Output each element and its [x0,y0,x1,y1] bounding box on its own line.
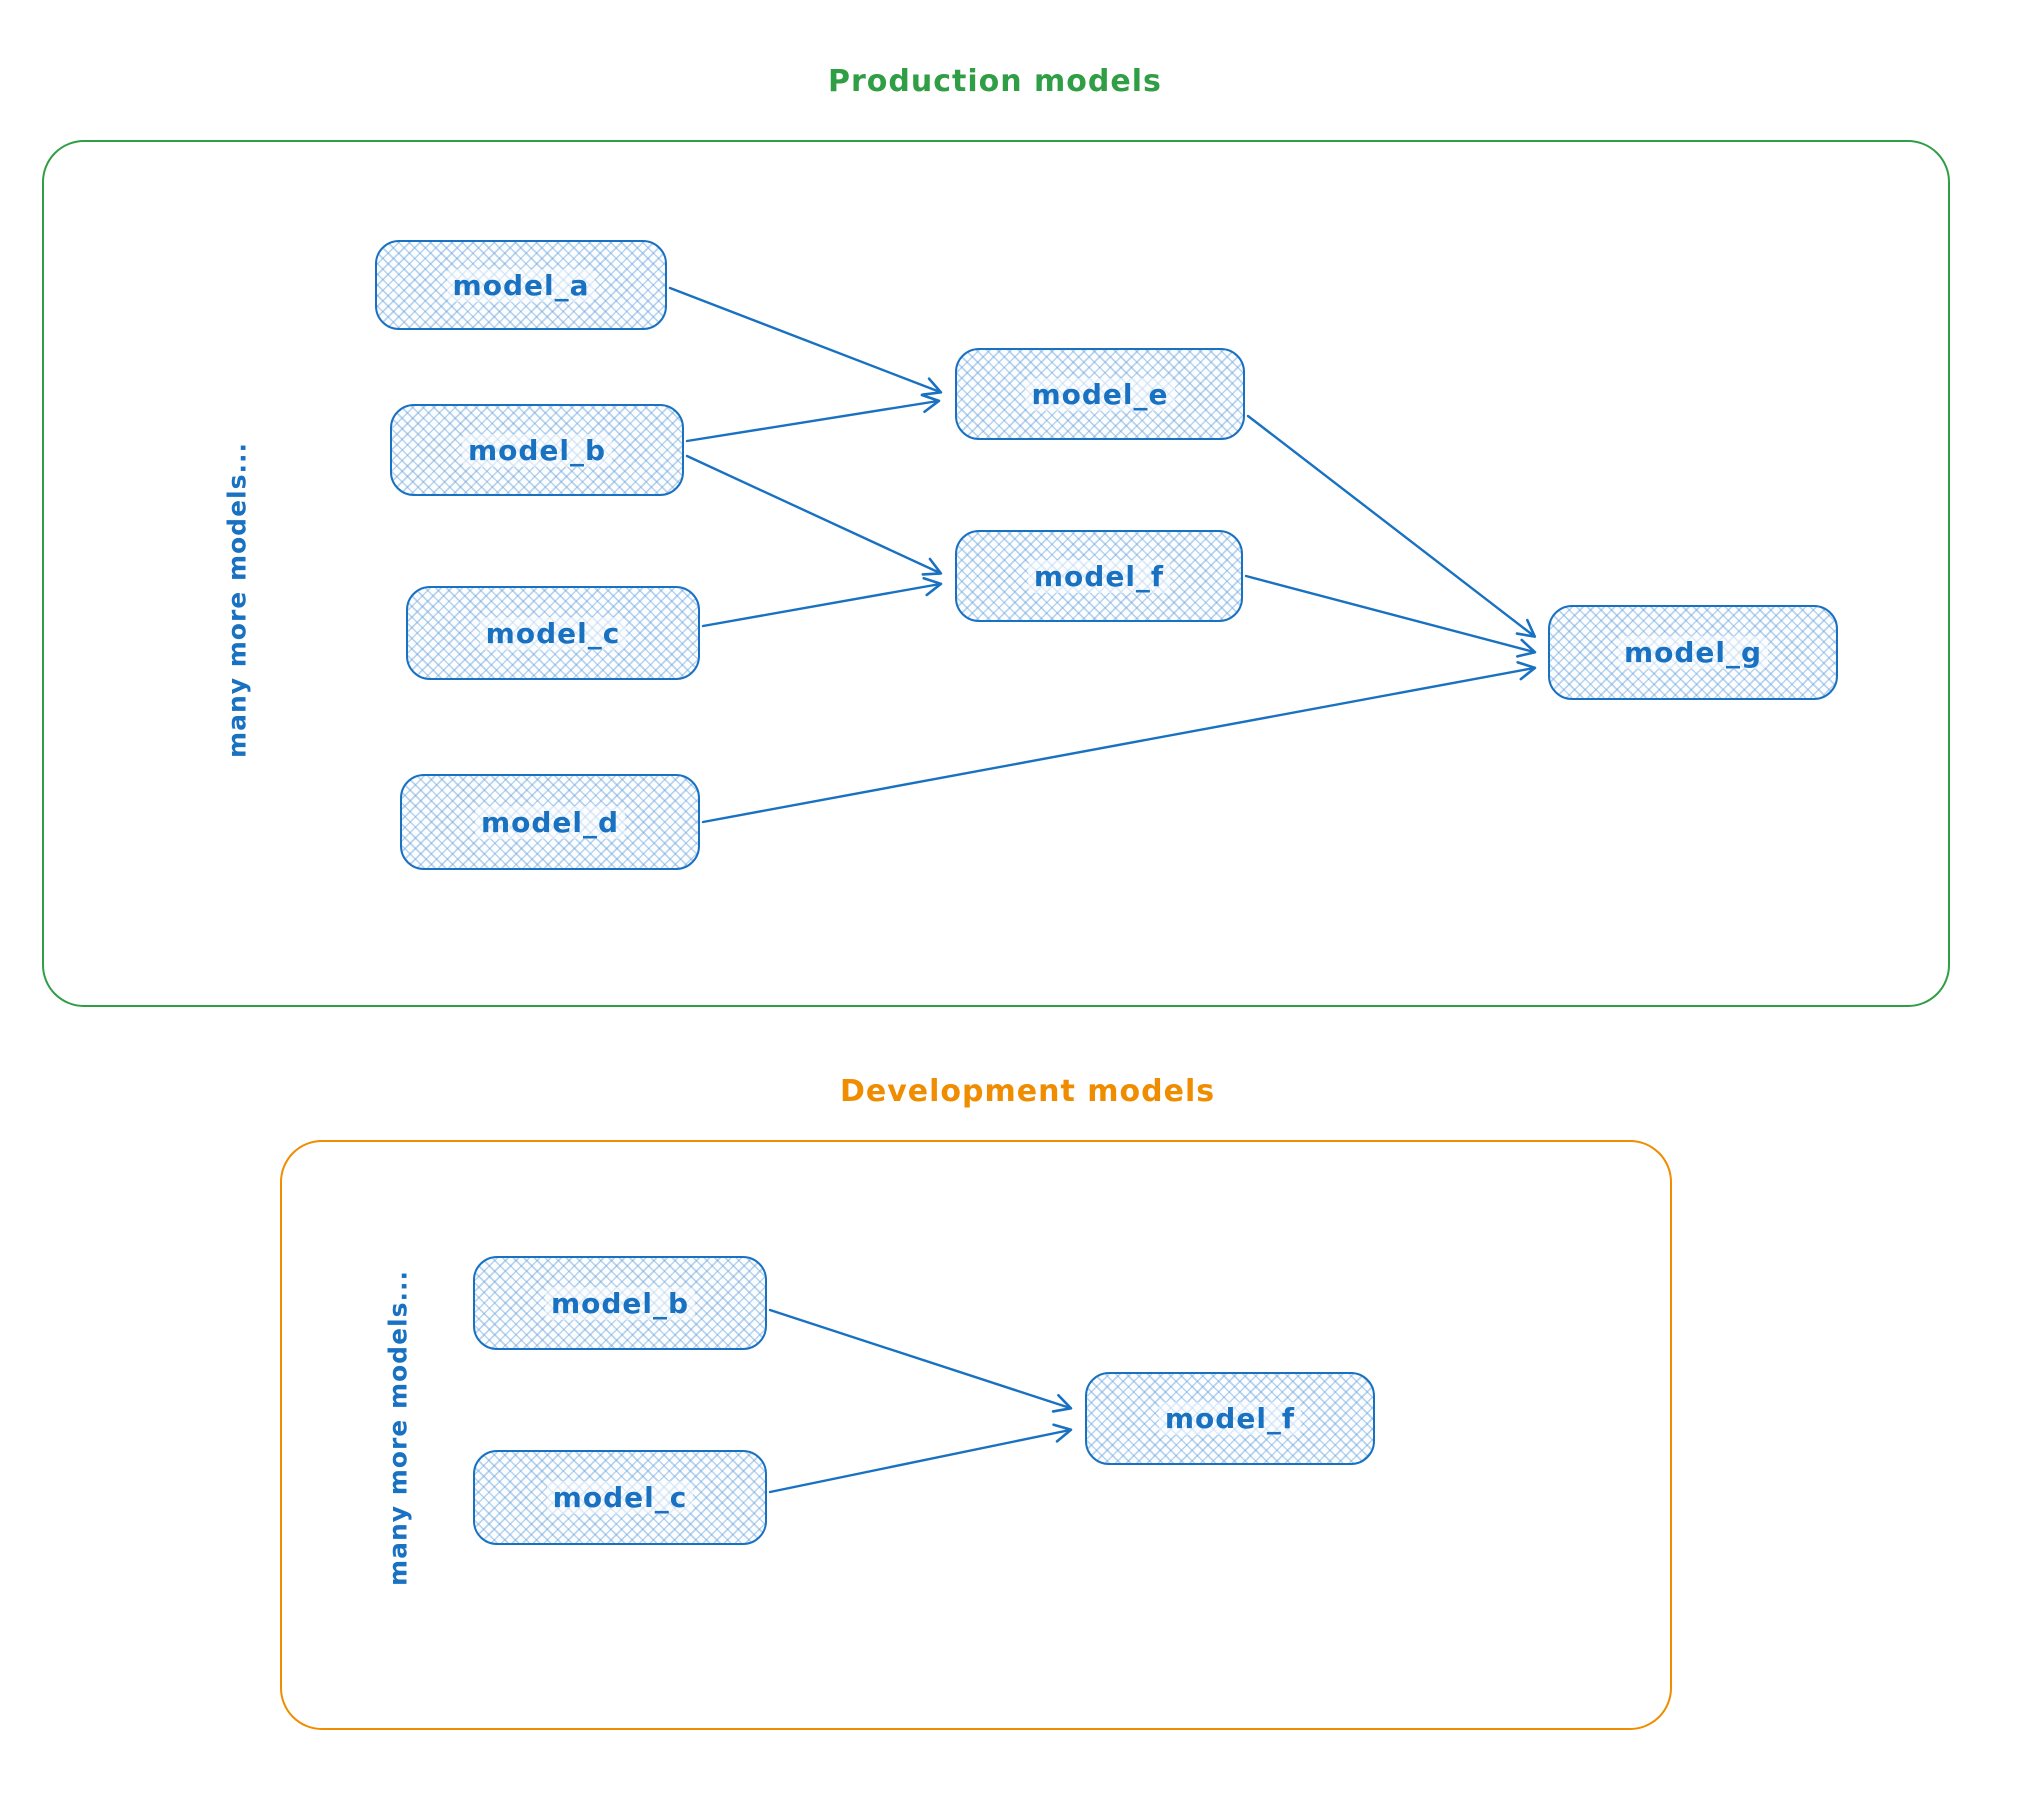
production-node-model_d[interactable]: model_d [400,774,700,870]
production-node-model_e-label: model_e [1025,377,1175,411]
production-node-model_e[interactable]: model_e [955,348,1245,440]
production-node-model_f[interactable]: model_f [955,530,1243,622]
development-node-model_c-label: model_c [546,1481,694,1514]
development-node-model_c[interactable]: model_c [473,1450,767,1545]
production-frame [42,140,1950,1007]
production-node-model_f-label: model_f [1027,559,1171,593]
development-side-label: many more models... [383,1270,413,1586]
production-node-model_b[interactable]: model_b [390,404,684,496]
development-node-model_f-label: model_f [1158,1402,1302,1435]
production-node-model_g[interactable]: model_g [1548,605,1838,700]
production-node-model_c[interactable]: model_c [406,586,700,680]
production-node-model_g-label: model_g [1617,636,1769,669]
development-node-model_b[interactable]: model_b [473,1256,767,1350]
production-node-model_d-label: model_d [474,805,626,839]
production-title: Production models [828,64,1162,99]
production-node-model_a[interactable]: model_a [375,240,667,330]
development-frame [280,1140,1672,1730]
development-title: Development models [840,1074,1216,1109]
production-node-model_a-label: model_a [446,268,596,302]
development-node-model_f[interactable]: model_f [1085,1372,1375,1465]
development-node-model_b-label: model_b [544,1286,696,1320]
production-side-label: many more models... [222,442,252,758]
production-node-model_b-label: model_b [461,433,613,467]
production-node-model_c-label: model_c [479,616,627,650]
